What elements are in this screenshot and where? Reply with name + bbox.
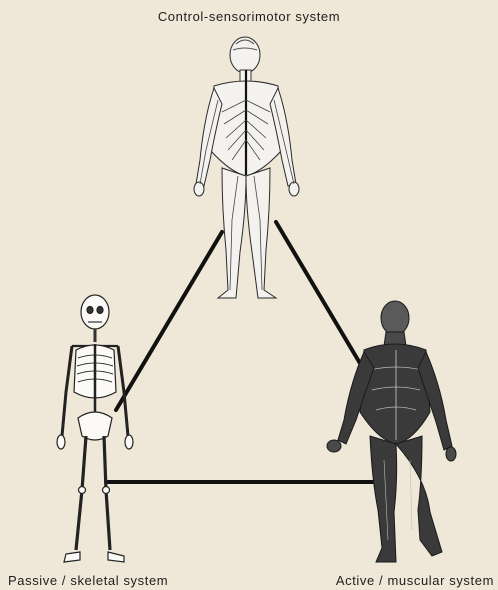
triangle-edge-left xyxy=(116,232,222,410)
skeleton-figure xyxy=(57,295,133,562)
label-active-muscular-system: Active / muscular system xyxy=(336,573,494,588)
nervous-system-figure xyxy=(194,37,299,298)
triangle-edge-right xyxy=(276,222,364,370)
label-passive-skeletal-system: Passive / skeletal system xyxy=(8,573,168,588)
